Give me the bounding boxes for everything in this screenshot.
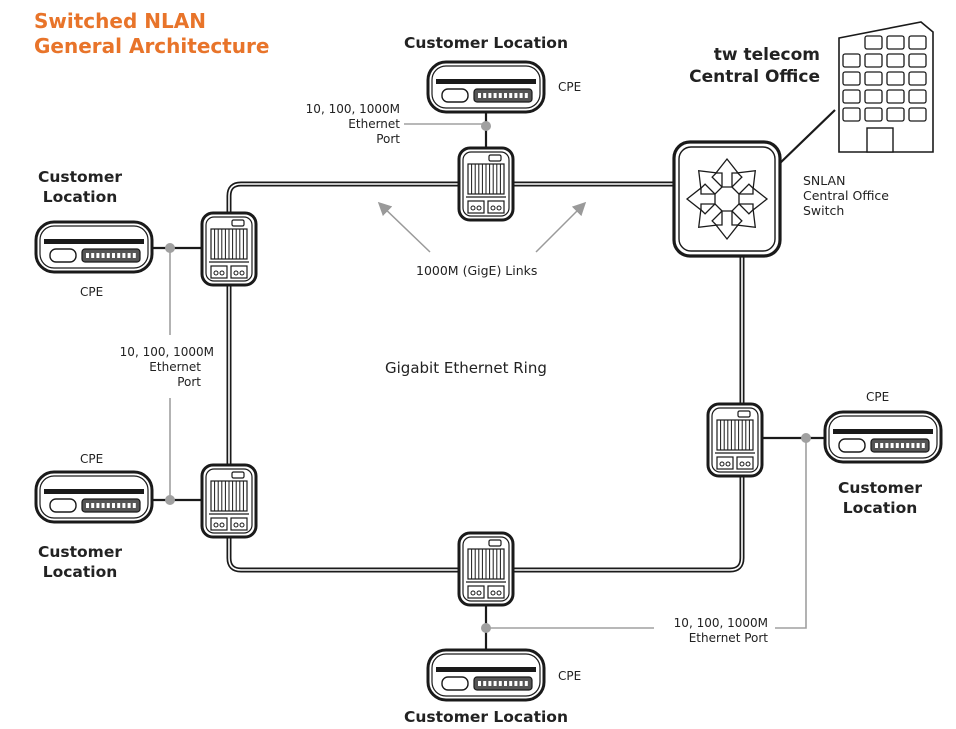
central-office-building-icon: [838, 21, 934, 153]
building-window: [864, 89, 883, 104]
cpe-label-right: CPE: [866, 390, 890, 404]
port-dots: [165, 121, 811, 633]
port-dot: [165, 243, 175, 253]
port-label-left: 10, 100, 1000M Ethernet Port: [80, 345, 214, 390]
port-dot: [165, 495, 175, 505]
arrows-star-icon: [685, 157, 769, 241]
building-window: [842, 71, 861, 86]
building-window: [908, 107, 927, 122]
cpe-left-upper: [34, 220, 154, 274]
port-dot: [481, 623, 491, 633]
building-window: [842, 107, 861, 122]
building-window: [908, 71, 927, 86]
ring-node-right: [706, 402, 764, 478]
customer-word-r: Customer: [837, 479, 922, 497]
star-arrow: [731, 169, 757, 195]
star-arrow: [714, 157, 740, 188]
ring-node-left-upper: [200, 211, 258, 287]
building-window: [842, 53, 861, 68]
port-bottom-line-2: Ethernet Port: [688, 631, 768, 645]
ethernet-ring: [226, 181, 745, 573]
switch-label-line-1: SNLAN: [803, 173, 846, 188]
customer-location-bottom: Customer Location: [404, 708, 568, 726]
building-window: [864, 53, 883, 68]
port-bottom-line-1: 10, 100, 1000M: [673, 616, 768, 630]
building-window: [842, 89, 861, 104]
links-label: 1000M (GigE) Links: [416, 263, 538, 278]
building-link: [777, 109, 836, 166]
star-arrow: [697, 203, 723, 229]
central-office-line-1: tw telecom: [713, 45, 820, 65]
port-dot: [801, 433, 811, 443]
switch-label: SNLAN Central Office Switch: [803, 173, 889, 218]
cpe-label-bottom: CPE: [558, 669, 582, 683]
cpe-top: [426, 60, 546, 114]
star-arrow: [685, 186, 716, 212]
building-window: [886, 107, 905, 122]
central-office-label: tw telecom Central Office: [640, 44, 820, 88]
building-window: [908, 53, 927, 68]
switch-label-line-2: Central Office: [803, 188, 889, 203]
link-arrows: [377, 201, 587, 253]
port-left-line-1: 10, 100, 1000M: [119, 345, 214, 359]
port-top-line-2: Ethernet: [348, 117, 400, 131]
ring-label: Gigabit Ethernet Ring: [385, 359, 547, 377]
star-arrow: [697, 169, 723, 195]
port-left-line-3: Port: [177, 375, 201, 389]
star-arrow: [738, 186, 769, 212]
ring-node-top: [457, 146, 515, 222]
port-label-top: 10, 100, 1000M Ethernet Port: [260, 102, 400, 147]
port-callouts: [169, 123, 807, 629]
location-word-r: Location: [842, 499, 918, 517]
star-arrow: [714, 210, 740, 241]
location-word-lu: Location: [42, 188, 118, 206]
port-label-bottom: 10, 100, 1000M Ethernet Port: [620, 616, 768, 646]
building-window: [908, 35, 927, 50]
building-window: [908, 89, 927, 104]
ring-node-bottom: [457, 531, 515, 607]
cpe-label-left-upper: CPE: [80, 285, 104, 299]
cpe-left-lower: [34, 470, 154, 524]
ring-nodes: [200, 146, 764, 607]
location-word-ll: Location: [42, 563, 118, 581]
star-arrow: [731, 203, 757, 229]
customer-location-left-lower: Customer Location: [30, 542, 130, 582]
building-window: [864, 71, 883, 86]
access-links: [152, 112, 825, 650]
building-window: [886, 53, 905, 68]
port-top-line-1: 10, 100, 1000M: [305, 102, 400, 116]
diagram-title: Switched NLAN General Architecture: [34, 9, 269, 59]
customer-location-left-upper: Customer Location: [30, 167, 130, 207]
building-window: [886, 89, 905, 104]
building-window: [864, 107, 883, 122]
cpe-devices: [34, 60, 943, 702]
building-window: [886, 71, 905, 86]
customer-location-right: Customer Location: [830, 478, 930, 518]
title-line-2: General Architecture: [34, 34, 270, 58]
central-office-switch: [672, 140, 782, 258]
title-line-1: Switched NLAN: [34, 9, 206, 33]
customer-word-lu: Customer: [37, 168, 122, 186]
port-dot: [481, 121, 491, 131]
customer-location-top: Customer Location: [404, 34, 568, 52]
port-left-line-2: Ethernet: [149, 360, 201, 374]
ring-node-left-lower: [200, 463, 258, 539]
building-window: [886, 35, 905, 50]
customer-word-ll: Customer: [37, 543, 122, 561]
cpe-right: [823, 410, 943, 464]
cpe-label-left-lower: CPE: [80, 452, 104, 466]
switch-label-line-3: Switch: [803, 203, 845, 218]
cpe-bottom: [426, 648, 546, 702]
cpe-label-top: CPE: [558, 80, 582, 94]
central-office-line-2: Central Office: [689, 67, 820, 87]
building-window: [864, 35, 883, 50]
port-top-line-3: Port: [376, 132, 400, 146]
